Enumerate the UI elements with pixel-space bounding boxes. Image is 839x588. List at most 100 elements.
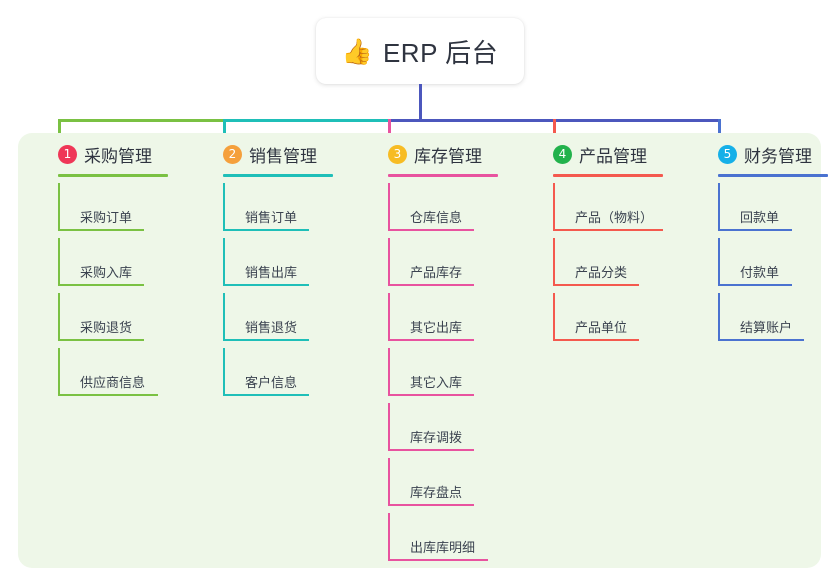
list-item-underline (718, 284, 792, 286)
list-item[interactable]: 采购订单 (58, 183, 174, 231)
list-item[interactable]: 库存盘点 (388, 458, 504, 506)
list-item[interactable]: 产品（物料） (553, 183, 693, 231)
item-connector-line (553, 238, 555, 286)
column-header-5[interactable]: 5 财务管理 (696, 140, 812, 168)
diagram-panel (18, 133, 821, 568)
list-item[interactable]: 其它入库 (388, 348, 504, 396)
list-item-label: 采购退货 (80, 320, 133, 335)
thumbs-up-icon: 👍 (341, 37, 373, 66)
item-connector-line (223, 293, 225, 341)
list-item-label: 出库库明细 (410, 540, 476, 555)
column-1: 1 采购管理采购订单采购入库采购退货供应商信息 (36, 140, 168, 396)
list-item-label: 回款单 (740, 210, 780, 225)
list-item-label: 采购订单 (80, 210, 133, 225)
list-item[interactable]: 销售订单 (223, 183, 339, 231)
item-connector-line (223, 183, 225, 231)
list-item-label: 付款单 (740, 265, 780, 280)
list-item[interactable]: 采购入库 (58, 238, 174, 286)
column-badge-2: 2 (223, 144, 242, 164)
column-title-3: 库存管理 (414, 146, 482, 166)
list-item-label: 产品库存 (410, 265, 463, 280)
list-item-underline (718, 229, 792, 231)
column-header-2[interactable]: 2 销售管理 (201, 140, 317, 168)
item-connector-line (388, 348, 390, 396)
list-item-underline (388, 559, 488, 561)
item-connector-line (718, 238, 720, 286)
list-item-label: 销售出库 (245, 265, 298, 280)
list-item[interactable]: 销售退货 (223, 293, 339, 341)
item-connector-line (718, 183, 720, 231)
list-item[interactable]: 库存调拨 (388, 403, 504, 451)
item-connector-line (58, 183, 60, 231)
list-item[interactable]: 供应商信息 (58, 348, 188, 396)
root-trunk-line (419, 84, 422, 122)
column-underline-2 (223, 174, 333, 177)
list-item[interactable]: 客户信息 (223, 348, 339, 396)
bus-segment-3 (388, 119, 555, 122)
list-item-label: 仓库信息 (410, 210, 463, 225)
root-node-card[interactable]: 👍 ERP 后台 (316, 18, 524, 84)
list-item-label: 库存盘点 (410, 485, 463, 500)
column-badge-1: 1 (58, 144, 77, 164)
list-item-label: 其它出库 (410, 320, 463, 335)
list-item-underline (58, 394, 158, 396)
list-item[interactable]: 销售出库 (223, 238, 339, 286)
list-item[interactable]: 付款单 (718, 238, 822, 286)
list-item-label: 供应商信息 (80, 375, 146, 390)
item-connector-line (553, 183, 555, 231)
column-underline-4 (553, 174, 663, 177)
list-item-label: 客户信息 (245, 375, 298, 390)
list-item[interactable]: 出库库明细 (388, 513, 518, 561)
column-title-2: 销售管理 (249, 146, 317, 166)
list-item-underline (388, 284, 474, 286)
list-item-underline (553, 284, 639, 286)
item-connector-line (223, 238, 225, 286)
item-connector-line (388, 293, 390, 341)
column-2: 2 销售管理销售订单销售出库销售退货客户信息 (201, 140, 333, 396)
list-item-label: 其它入库 (410, 375, 463, 390)
list-item-label: 产品单位 (575, 320, 628, 335)
column-title-5: 财务管理 (744, 146, 812, 166)
list-item-underline (388, 229, 474, 231)
list-item[interactable]: 结算账户 (718, 293, 834, 341)
list-item-underline (58, 339, 144, 341)
item-connector-line (388, 458, 390, 506)
list-item-label: 采购入库 (80, 265, 133, 280)
list-item[interactable]: 产品单位 (553, 293, 669, 341)
column-header-3[interactable]: 3 库存管理 (366, 140, 482, 168)
list-item[interactable]: 产品库存 (388, 238, 504, 286)
item-connector-line (388, 513, 390, 561)
list-item[interactable]: 回款单 (718, 183, 822, 231)
list-item-underline (223, 229, 309, 231)
column-title-1: 采购管理 (84, 146, 152, 166)
list-item-label: 产品（物料） (575, 210, 654, 225)
list-item-underline (223, 394, 309, 396)
column-underline-1 (58, 174, 168, 177)
bus-segment-4 (553, 119, 720, 122)
column-badge-4: 4 (553, 144, 572, 164)
list-item-underline (553, 229, 663, 231)
list-item-underline (223, 284, 309, 286)
item-connector-line (388, 238, 390, 286)
column-5: 5 财务管理回款单付款单结算账户 (696, 140, 828, 341)
list-item-label: 销售退货 (245, 320, 298, 335)
column-badge-5: 5 (718, 144, 737, 164)
list-item-label: 库存调拨 (410, 430, 463, 445)
item-connector-line (58, 348, 60, 396)
item-connector-line (223, 348, 225, 396)
list-item[interactable]: 产品分类 (553, 238, 669, 286)
list-item-label: 销售订单 (245, 210, 298, 225)
list-item-underline (553, 339, 639, 341)
list-item-underline (58, 284, 144, 286)
column-header-1[interactable]: 1 采购管理 (36, 140, 152, 168)
column-badge-3: 3 (388, 144, 407, 164)
column-underline-5 (718, 174, 828, 177)
list-item[interactable]: 采购退货 (58, 293, 174, 341)
bus-segment-1 (58, 119, 225, 122)
list-item-label: 结算账户 (740, 320, 793, 335)
list-item[interactable]: 其它出库 (388, 293, 504, 341)
bus-segment-2 (223, 119, 390, 122)
list-item[interactable]: 仓库信息 (388, 183, 504, 231)
root-node-title: ERP 后台 (382, 37, 499, 68)
